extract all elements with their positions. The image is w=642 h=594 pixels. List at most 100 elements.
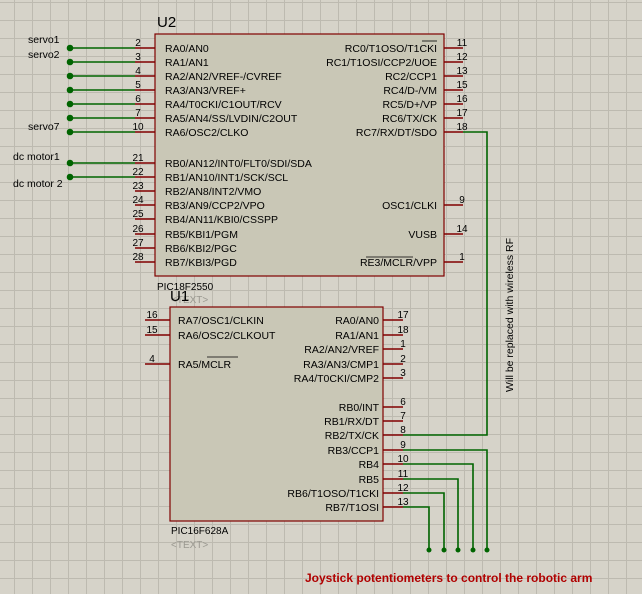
u2-pin-number: 11: [457, 38, 468, 49]
u2-pin-name: RC5/D+/VP: [382, 99, 437, 111]
u1-pin-name: RB5: [359, 474, 380, 486]
net-label-dc-motor2: dc motor 2: [13, 178, 63, 190]
u2-pin-number: 6: [135, 94, 141, 105]
u2-pin-name: RB6/KBI2/PGC: [165, 243, 237, 255]
u1-pin-name: RA4/T0CKI/CMP2: [294, 373, 379, 385]
u2-pin-1[interactable]: 1 RE3/MCLR/VPP: [360, 252, 465, 269]
u2-pin-name: OSC1/CLKI: [382, 200, 437, 212]
u1-pin-name: RA0/AN0: [335, 315, 379, 327]
net-label-dc-motor1: dc motor1: [13, 151, 60, 163]
u1-chip-body[interactable]: [169, 306, 384, 522]
u2-pin-number: 28: [132, 252, 144, 263]
u2-text-placeholder: <TEXT>: [171, 295, 208, 306]
u2-pin-number: 12: [456, 52, 468, 63]
u1-pin-name: RB3/CCP1: [328, 445, 380, 457]
u2-pin-number: 24: [132, 195, 144, 206]
u2-pin-name: RB4/AN11/KBI0/CSSPP: [165, 214, 278, 226]
u1-pin-number: 15: [146, 325, 158, 336]
u1-pin-number: 2: [400, 354, 406, 365]
u1-pin-13[interactable]: 13 RB7/T1OSI: [325, 497, 409, 514]
u1-pin-name: RA5/MCLR: [178, 359, 232, 371]
u2-pin-name: RE3/MCLR/VPP: [360, 257, 437, 269]
u2-pin-24[interactable]: 24 RB3/AN9/CCP2/VPO: [132, 195, 264, 212]
u2-pin-23[interactable]: 23 RB2/AN8/INT2/VMO: [132, 181, 261, 198]
u2-pin-number: 13: [456, 66, 468, 77]
u1-pin-name: RA2/AN2/VREF: [304, 344, 379, 356]
u1-pin-number: 13: [397, 497, 409, 508]
u1-pin-number: 1: [400, 339, 406, 350]
u1-pin-name: RA6/OSC2/CLKOUT: [178, 330, 276, 342]
joystick-bus-endpoints: [426, 547, 490, 553]
u1-pin-15[interactable]: 15 RA6/OSC2/CLKOUT: [145, 325, 276, 342]
u1-pin-name: RB0/INT: [339, 402, 380, 414]
serial-link-wire[interactable]: [403, 131, 488, 436]
u1-pin-number: 18: [397, 325, 409, 336]
u1-pin-number: 8: [400, 425, 406, 436]
u2-pin-number: 25: [132, 209, 144, 220]
u2-pin-number: 1: [459, 252, 465, 263]
u2-chip-body[interactable]: [154, 33, 445, 277]
u2-pin-number: 10: [132, 122, 144, 133]
u1-pin-1[interactable]: 1 RA2/AN2/VREF: [304, 339, 406, 356]
u2-pin-12[interactable]: 12 RC1/T1OSI/CCP2/UOE: [326, 52, 468, 69]
u2-pin-name: RB3/AN9/CCP2/VPO: [165, 200, 265, 212]
u2-pin-25[interactable]: 25 RB4/AN11/KBI0/CSSPP: [132, 209, 278, 226]
u1-pin-12[interactable]: 12 RB6/T1OSO/T1CKI: [287, 483, 409, 500]
u1-pin-number: 16: [146, 310, 158, 321]
u2-pin-5[interactable]: 5 RA3/AN3/VREF+: [135, 80, 246, 97]
u1-pin-number: 10: [397, 454, 409, 465]
u2-pin-10[interactable]: 10 RA6/OSC2/CLKO: [132, 122, 248, 139]
u2-pin-number: 21: [132, 153, 144, 164]
u2-pin-name: RC1/T1OSI/CCP2/UOE: [326, 57, 437, 69]
u1-pin-name: RB6/T1OSO/T1CKI: [287, 488, 379, 500]
u2-pin-name: RC4/D-/VM: [383, 85, 437, 97]
net-label-servo1: servo1: [28, 34, 60, 46]
u2-pin-6[interactable]: 6 RA4/T0CKI/C1OUT/RCV: [135, 94, 282, 111]
net-label-servo7: servo7: [28, 121, 60, 133]
u2-pin-name: RA3/AN3/VREF+: [165, 85, 246, 97]
u1-pin-name: RB7/T1OSI: [325, 502, 379, 514]
u1-pin-number: 7: [400, 411, 406, 422]
u2-pin-number: 4: [135, 66, 141, 77]
u2-pin-name: RC0/T1OSO/T1CKI: [345, 43, 437, 55]
u2-pin-number: 22: [132, 167, 144, 178]
u2-pin-name: RB2/AN8/INT2/VMO: [165, 186, 261, 198]
u2-pin-number: 5: [135, 80, 141, 91]
u2-pin-11[interactable]: 11 RC0/T1OSO/T1CKI: [345, 38, 468, 55]
u2-pin-name: RA4/T0CKI/C1OUT/RCV: [165, 99, 282, 111]
u1-pin-number: 12: [397, 483, 409, 494]
u2-pin-name: RA6/OSC2/CLKO: [165, 127, 248, 139]
u2-pin-name: RB5/KBI1/PGM: [165, 229, 238, 241]
u2-pin-name: VUSB: [408, 229, 437, 241]
u2-pin-number: 23: [132, 181, 144, 192]
